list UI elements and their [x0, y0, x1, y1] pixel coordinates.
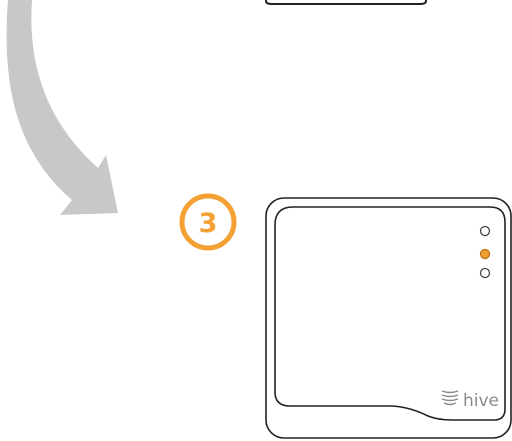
- status-light-bottom: [481, 269, 490, 278]
- curved-arrow-icon: [7, 0, 118, 215]
- status-light-top: [481, 227, 490, 236]
- hub-front-face: [275, 207, 505, 420]
- status-light-middle: [481, 250, 490, 259]
- hive-brand-label: hive: [463, 391, 499, 411]
- previous-device-outline: [266, 0, 426, 4]
- hive-hub: hive: [266, 198, 511, 438]
- step-number: 3: [199, 208, 218, 239]
